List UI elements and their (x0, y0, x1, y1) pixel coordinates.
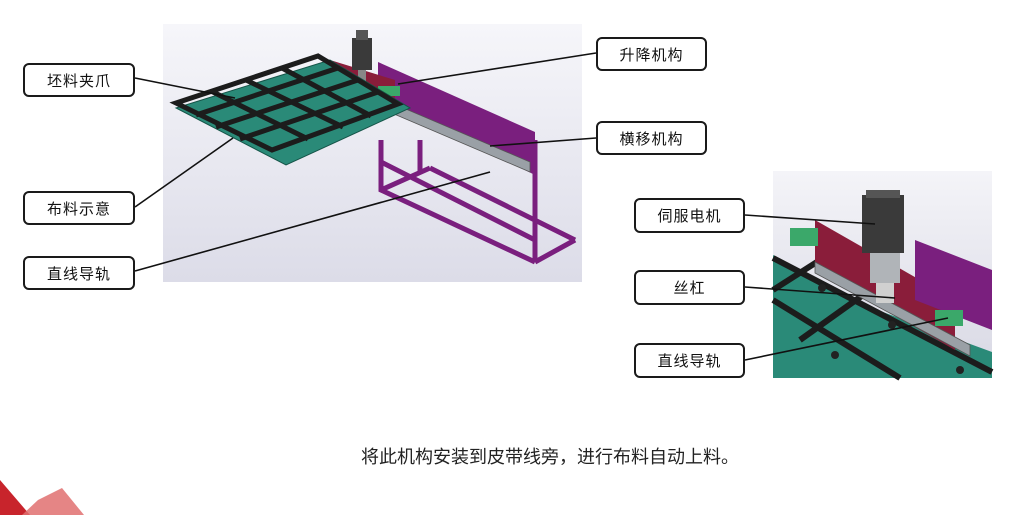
caption: 将此机构安装到皮带线旁，进行布料自动上料。 (361, 447, 739, 468)
corner-accent (0, 480, 84, 515)
label-cloth: 布料示意 (23, 191, 135, 225)
label-rail-right: 直线导轨 (634, 343, 745, 378)
label-servo: 伺服电机 (634, 198, 745, 233)
label-traverse: 横移机构 (596, 121, 707, 155)
detail-view (771, 190, 994, 381)
cloth-plate (174, 59, 412, 166)
leader-lines (134, 52, 949, 361)
carriage-block (378, 86, 400, 96)
label-rail-left: 直线导轨 (23, 256, 135, 290)
label-lift: 升降机构 (596, 37, 707, 71)
label-screw: 丝杠 (634, 270, 745, 305)
gripper-grid (169, 53, 404, 153)
support-frame (378, 140, 577, 265)
label-gripper: 坯料夹爪 (23, 63, 135, 97)
traverse-panel (378, 62, 535, 175)
